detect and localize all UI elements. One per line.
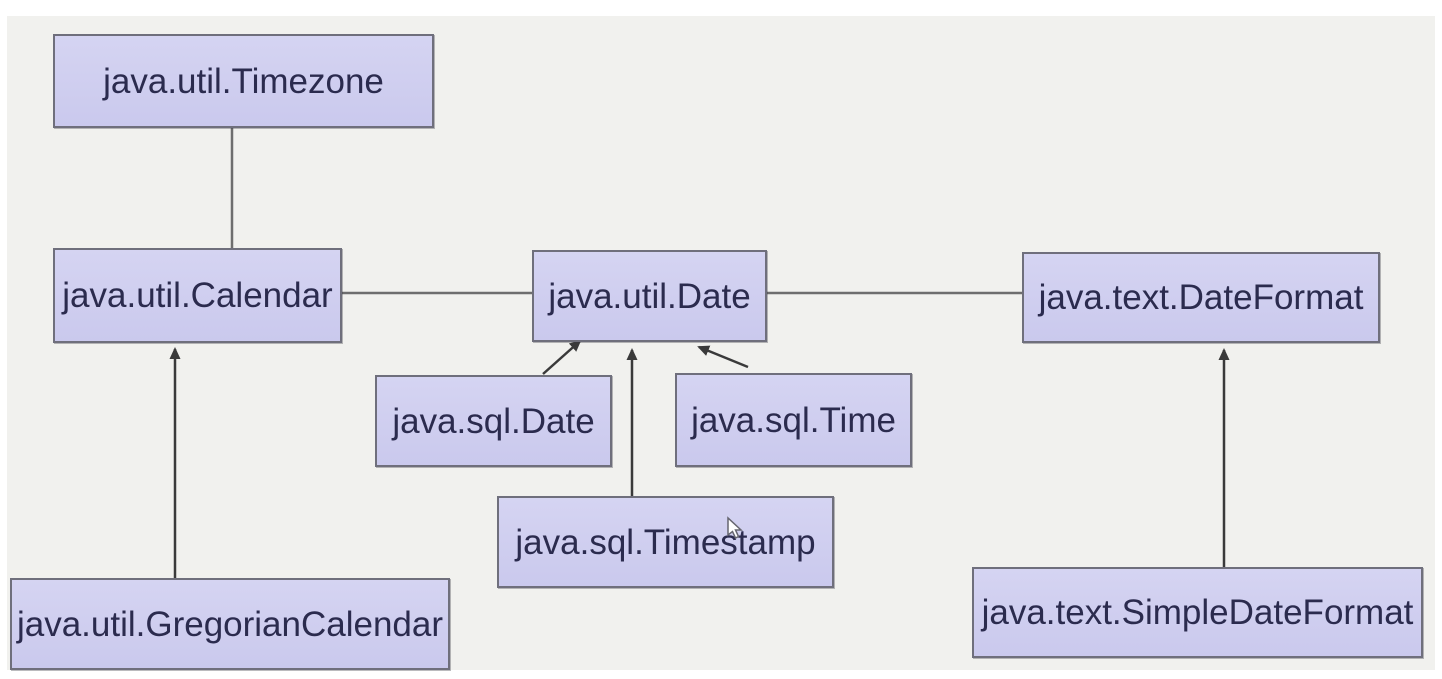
class-box-gregoriancalendar: java.util.GregorianCalendar [10, 578, 450, 670]
class-box-timezone: java.util.Timezone [53, 34, 434, 128]
class-box-calendar: java.util.Calendar [53, 248, 342, 343]
class-box-date: java.util.Date [532, 250, 767, 342]
class-box-label: java.util.Timezone [103, 61, 384, 101]
class-box-label: java.text.SimpleDateFormat [981, 593, 1414, 632]
class-box-sqldate: java.sql.Date [375, 375, 612, 467]
class-box-label: java.text.DateFormat [1038, 278, 1364, 317]
class-box-sqltime: java.sql.Time [675, 373, 912, 467]
class-box-dateformat: java.text.DateFormat [1022, 252, 1380, 343]
class-box-label: java.util.Date [548, 276, 751, 316]
class-box-timestamp: java.sql.Timestamp [497, 496, 834, 588]
class-box-label: java.sql.Timestamp [515, 522, 816, 562]
class-box-label: java.util.Calendar [62, 276, 333, 315]
class-box-simpledateformat: java.text.SimpleDateFormat [972, 567, 1423, 658]
class-box-label: java.sql.Date [392, 401, 595, 441]
class-box-label: java.util.GregorianCalendar [16, 604, 444, 644]
class-box-label: java.sql.Time [691, 400, 896, 440]
